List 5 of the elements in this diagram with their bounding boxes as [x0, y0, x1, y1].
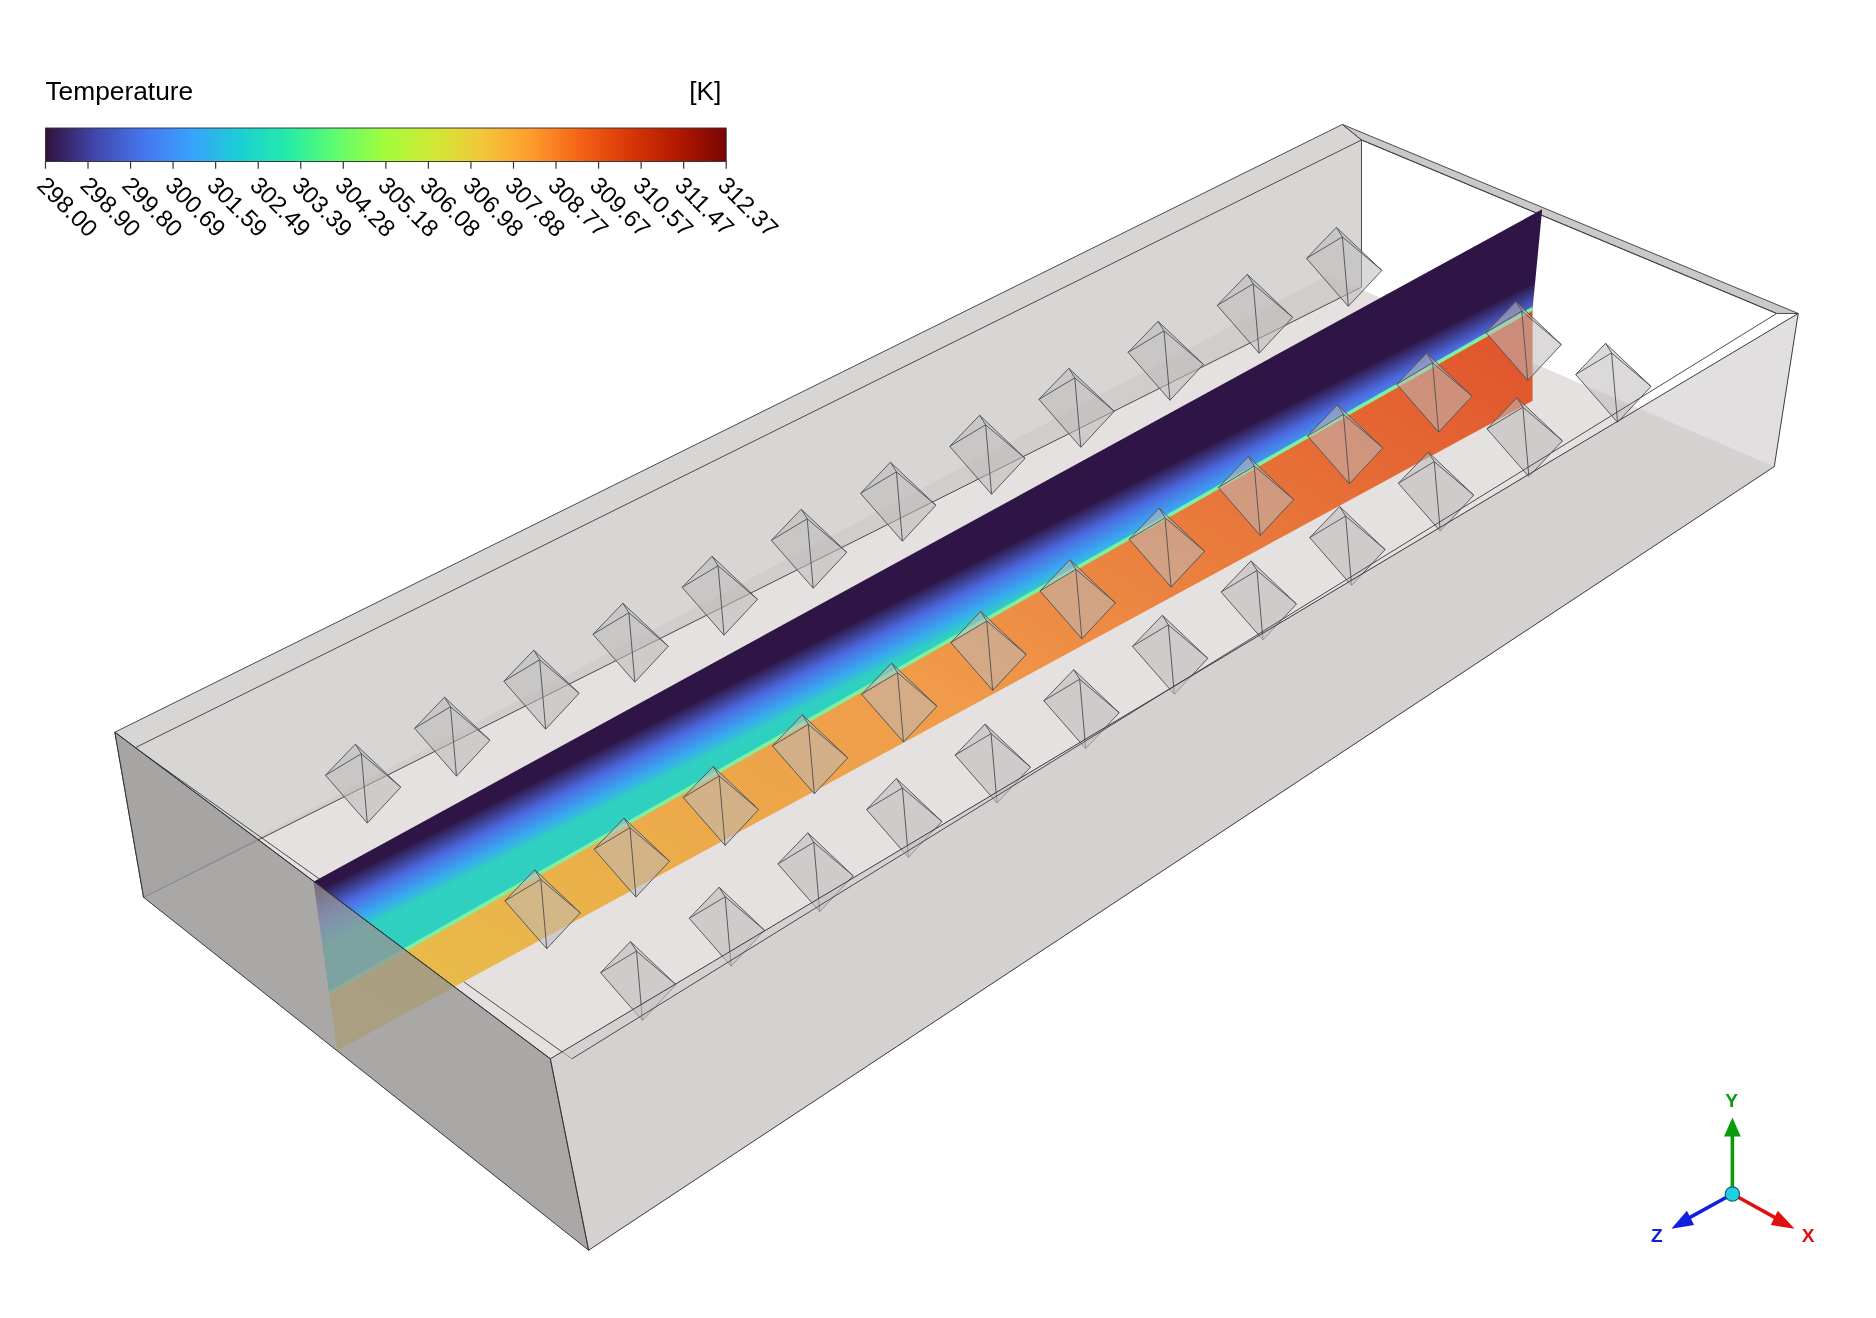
- axis-label: X: [1801, 1226, 1815, 1246]
- axis-label: Y: [1725, 1091, 1738, 1111]
- axis-label: Z: [1651, 1226, 1663, 1246]
- unit-label: [K]: [689, 75, 722, 109]
- legend-title: Temperature: [45, 75, 194, 109]
